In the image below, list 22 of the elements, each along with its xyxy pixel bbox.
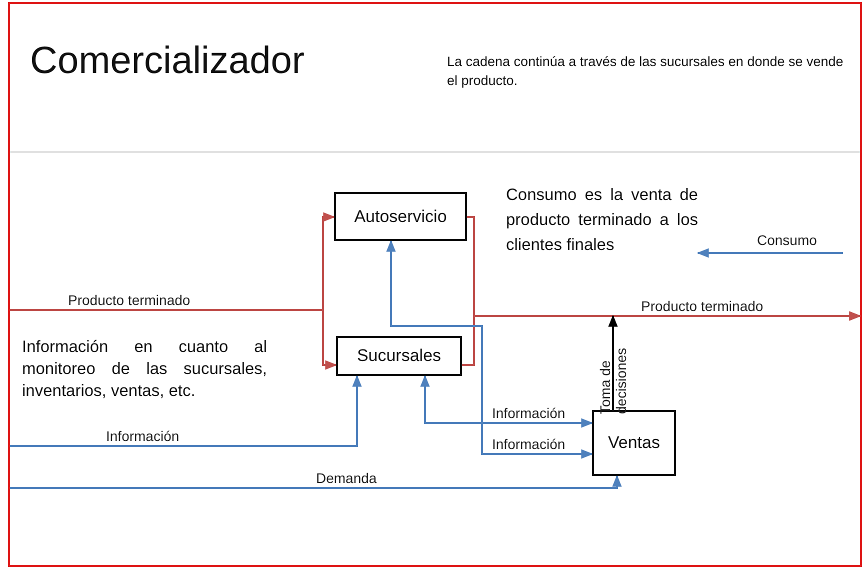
arrow	[608, 314, 618, 410]
edge-label: Información	[106, 428, 180, 444]
edge-label: Información	[492, 405, 566, 421]
arrow	[10, 309, 338, 370]
arrow	[462, 311, 862, 366]
edge-label: Producto terminado	[68, 292, 190, 308]
description-text: Consumo es la venta de producto terminado a los clientes finales	[506, 183, 698, 263]
arrow	[10, 374, 362, 447]
edge-label: Información	[492, 436, 566, 452]
edge-label: Demanda	[316, 470, 377, 486]
edge-label: Producto terminado	[641, 298, 764, 314]
note-text: La cadena continúa a través de las sucursales en donde se vende el producto.	[447, 53, 844, 90]
arrow	[386, 240, 594, 459]
title: Comercializador	[30, 40, 305, 83]
arrow	[10, 474, 622, 489]
annotation-text: Información en cuanto al monitoreo de las sucursales, inventarios, ventas, etc.	[22, 337, 267, 402]
process-box: Autoservicio	[334, 192, 467, 241]
arrow	[696, 248, 843, 258]
arrow	[420, 374, 594, 428]
process-box: Sucursales	[336, 336, 462, 376]
edge-label: Consumo	[757, 232, 817, 248]
process-box: Ventas	[592, 410, 676, 476]
